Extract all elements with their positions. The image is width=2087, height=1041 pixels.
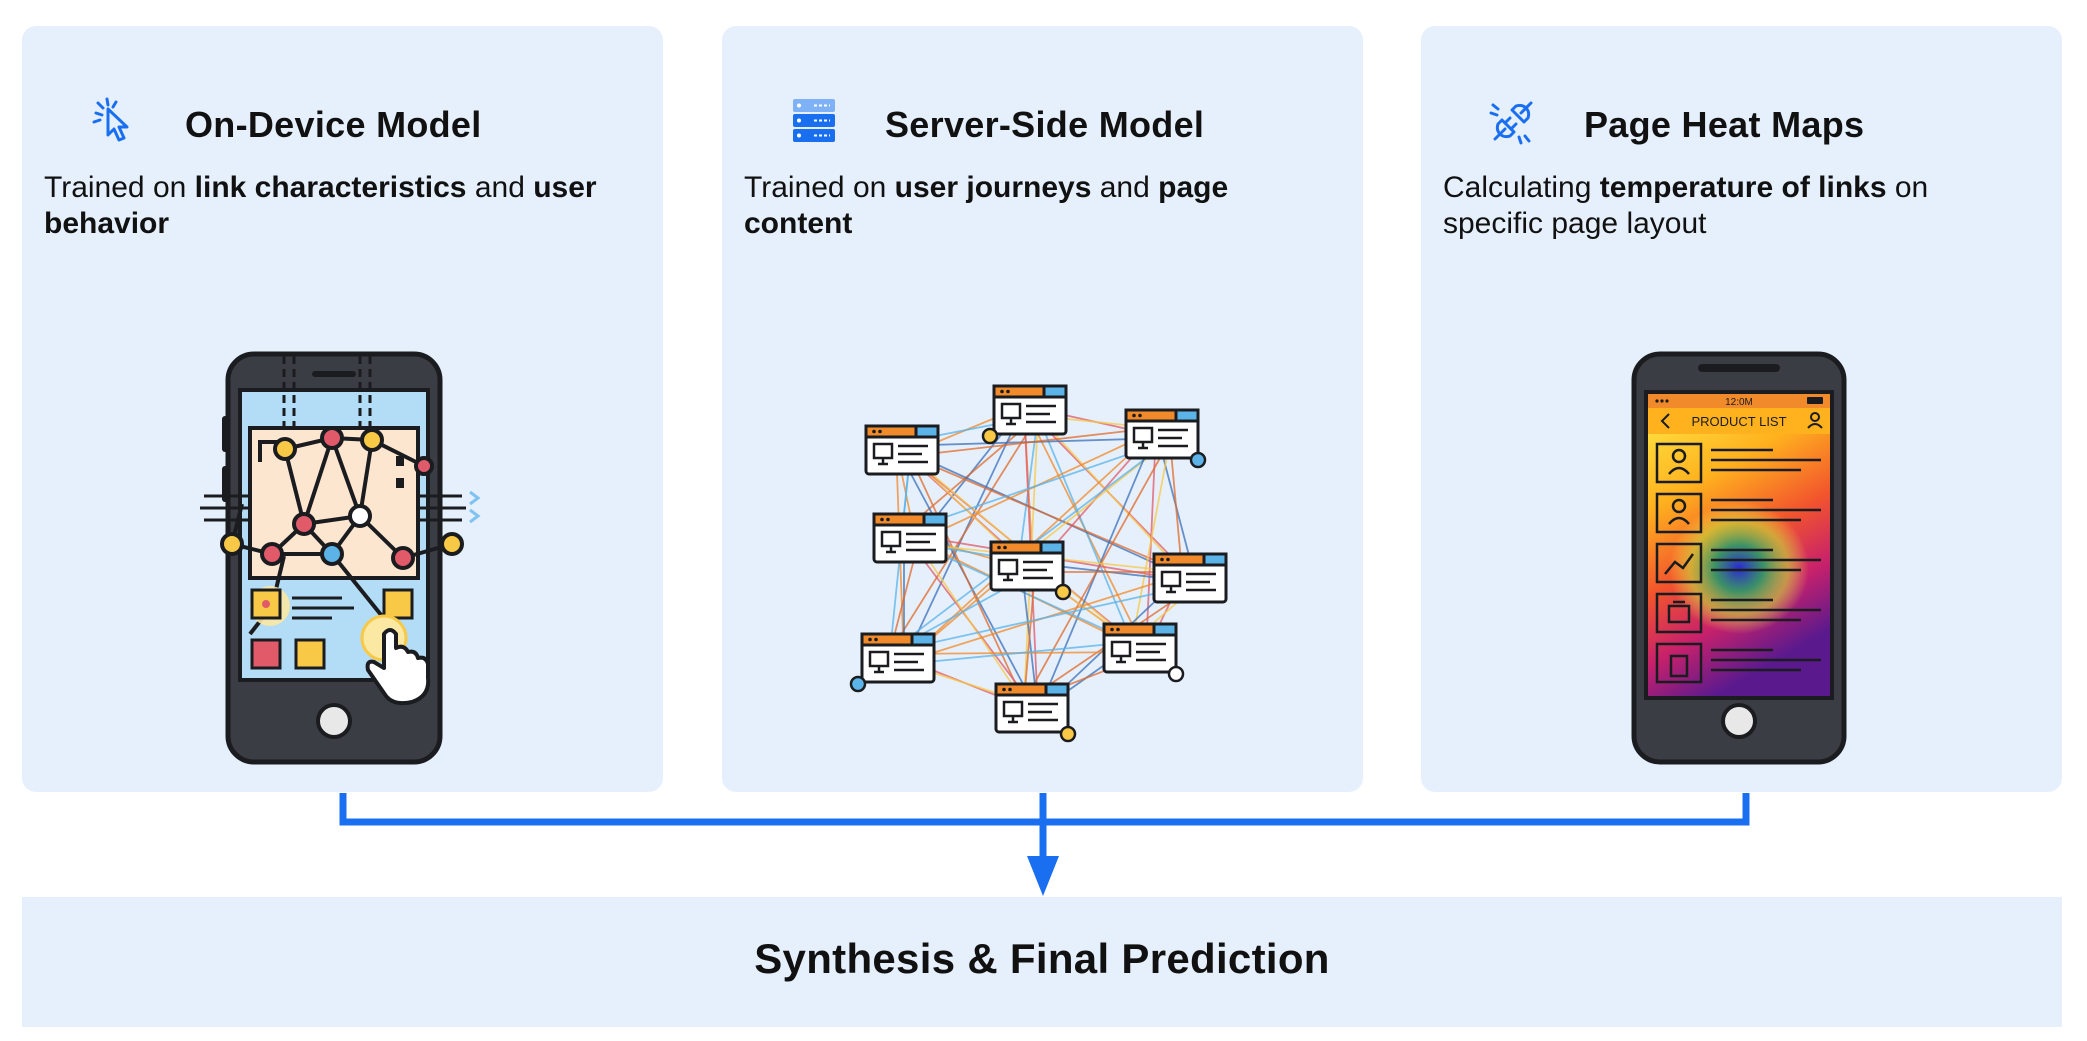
- description-emphasis: temperature of links: [1599, 171, 1887, 204]
- phone-network-illustration: [200, 351, 481, 765]
- server-stack-icon: [793, 99, 835, 142]
- description-emphasis: user behavior: [44, 171, 597, 240]
- phone-screen-title: PRODUCT LIST: [1691, 414, 1786, 429]
- card-title: Page Heat Maps: [1584, 104, 1865, 145]
- phone-heatmap-illustration: 12:0M PRODUCT LIST: [1631, 351, 1847, 765]
- description-text: and: [466, 171, 534, 204]
- card-description: Trained on link characteristics and user…: [44, 170, 624, 242]
- page-network-illustration: [849, 384, 1228, 743]
- description-emphasis: link characteristics: [194, 171, 467, 204]
- page-window-node: [860, 632, 936, 684]
- result-bar: Synthesis & Final Prediction: [22, 897, 2062, 1027]
- card-description: Calculating temperature of links on spec…: [1443, 170, 2023, 242]
- card-title: Server-Side Model: [885, 104, 1205, 145]
- node-dot: [1189, 451, 1207, 469]
- page-heat-maps-card: Page Heat Maps Calculating temperature o…: [1421, 26, 2062, 792]
- description-text: Trained on: [744, 171, 895, 204]
- description-text: Trained on: [44, 171, 195, 204]
- page-window-node: [989, 540, 1065, 592]
- cursor-click-icon: [92, 97, 129, 142]
- card-description: Trained on user journeys and page conten…: [744, 170, 1324, 242]
- result-title: Synthesis & Final Prediction: [754, 935, 1330, 982]
- description-text: and: [1091, 171, 1159, 204]
- page-window-node: [992, 384, 1068, 436]
- card-title: On-Device Model: [185, 104, 482, 145]
- node-dot: [849, 675, 867, 693]
- page-window-node: [864, 424, 940, 476]
- on-device-model-card: On-Device Model Trained on link characte…: [22, 26, 663, 792]
- node-dot: [1059, 725, 1077, 743]
- server-side-model-card: Server-Side Model Trained on user journe…: [722, 26, 1363, 792]
- page-window-node: [1124, 408, 1200, 460]
- description-emphasis: user journeys: [894, 171, 1092, 204]
- description-text: Calculating: [1443, 171, 1600, 204]
- node-dot: [1167, 665, 1185, 683]
- page-window-node: [994, 682, 1070, 734]
- page-window-node: [1152, 552, 1228, 604]
- description-text: on specific page layout: [1443, 171, 1929, 240]
- node-dot: [1054, 583, 1072, 601]
- card-header: On-Device Model: [22, 66, 663, 176]
- card-header: Server-Side Model: [722, 66, 1363, 176]
- phone-status-time: 12:0M: [1725, 397, 1753, 408]
- node-dot: [981, 427, 999, 445]
- description-emphasis: page content: [744, 171, 1229, 240]
- arrow-down-icon: [1027, 856, 1059, 896]
- plug-connect-icon: [1489, 101, 1533, 145]
- page-window-node: [1102, 622, 1178, 674]
- card-header: Page Heat Maps: [1421, 66, 2062, 176]
- page-window-node: [872, 512, 948, 564]
